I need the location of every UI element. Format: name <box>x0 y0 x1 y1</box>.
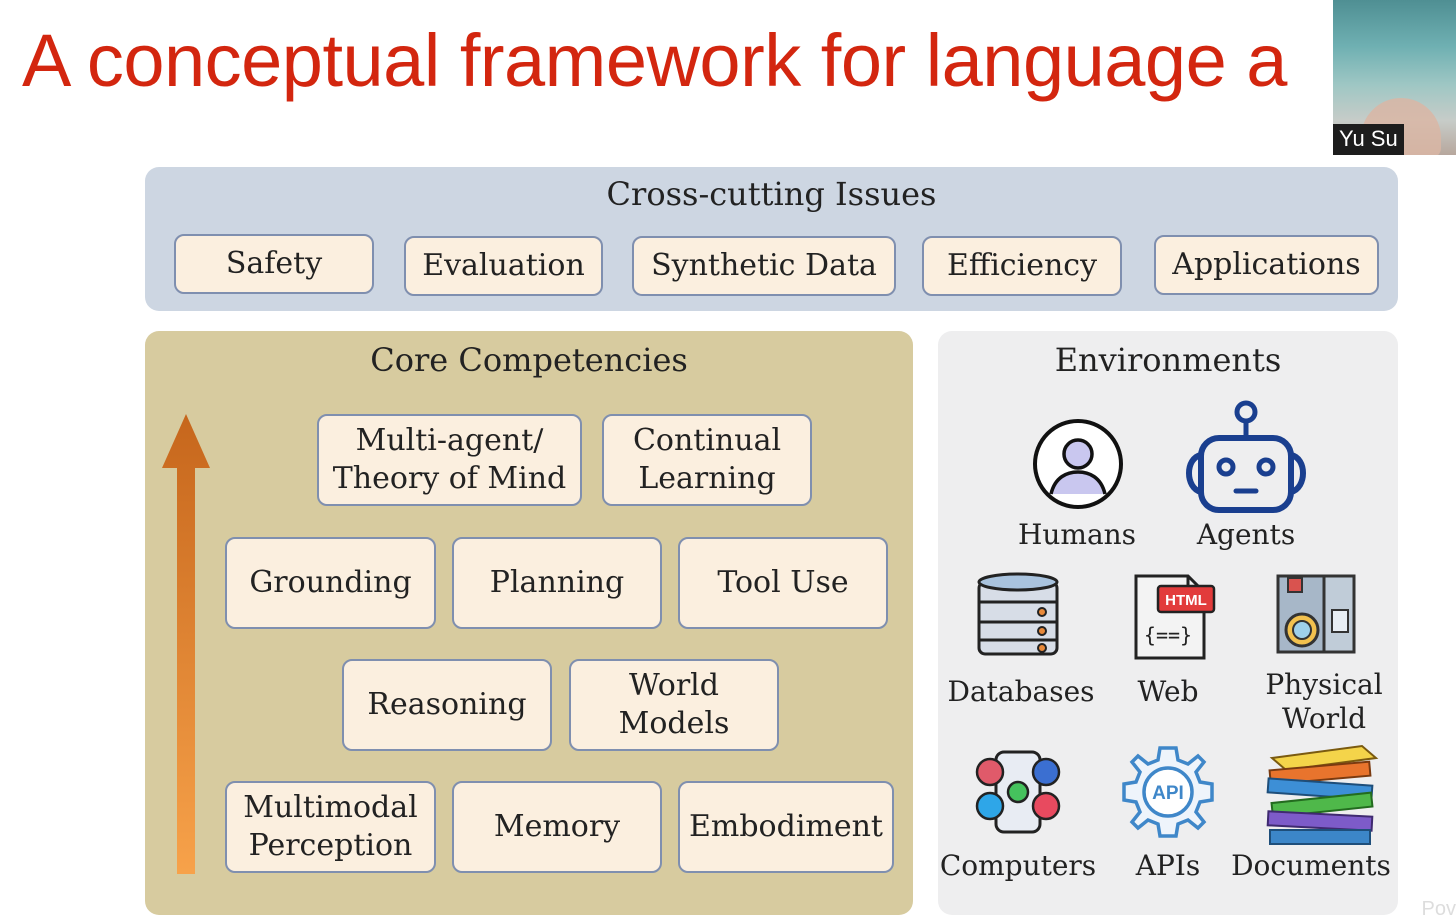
env-label-humans: Humans <box>1017 518 1137 551</box>
competency-line: Reasoning <box>367 687 527 722</box>
issue-efficiency: Efficiency <box>922 236 1122 296</box>
washing-machine-icon <box>1276 574 1356 654</box>
robot-icon <box>1186 400 1306 513</box>
progression-arrow-icon <box>162 414 210 874</box>
competency-tool-use: Tool Use <box>678 537 888 629</box>
competency-line: Embodiment <box>689 809 883 844</box>
competency-memory: Memory <box>452 781 662 873</box>
competency-line: Perception <box>248 828 413 863</box>
slide-title: A conceptual framework for language a <box>22 19 1287 102</box>
competency-line: Multimodal <box>243 790 418 825</box>
env-label-physical-world: Physical World <box>1265 668 1382 736</box>
competency-line: Continual <box>632 423 782 458</box>
issue-synthetic-data: Synthetic Data <box>632 236 896 296</box>
env-label-physical: Physical <box>1265 668 1383 701</box>
html-file-icon: HTML {==} <box>1134 574 1216 660</box>
competency-line: Multi-agent/ <box>355 423 544 458</box>
competency-planning: Planning <box>452 537 662 629</box>
competency-grounding: Grounding <box>225 537 436 629</box>
webcam-name-label: Yu Su <box>1333 124 1404 155</box>
competency-line: World <box>628 668 719 703</box>
corner-watermark: Pov <box>1421 898 1456 920</box>
book-stack-icon <box>1266 744 1379 845</box>
env-label-apis: APIs <box>1135 849 1201 882</box>
env-label-world: World <box>1281 702 1366 735</box>
competency-multi-agent: Multi-agent/Theory of Mind <box>317 414 582 506</box>
env-label-web: Web <box>1137 675 1199 708</box>
competency-reasoning: Reasoning <box>342 659 552 751</box>
issue-safety: Safety <box>174 234 374 294</box>
issue-applications: Applications <box>1154 235 1379 295</box>
competency-line: Learning <box>638 461 776 496</box>
webcam-thumbnail[interactable]: Yu Su <box>1333 0 1456 155</box>
env-label-agents: Agents <box>1196 518 1296 551</box>
competency-line: Models <box>618 706 730 741</box>
competency-line: Theory of Mind <box>332 461 567 496</box>
env-label-databases: Databases <box>947 675 1095 708</box>
competency-embodiment: Embodiment <box>678 781 894 873</box>
person-icon <box>1033 419 1123 509</box>
environments-title: Environments <box>1054 341 1282 379</box>
env-label-computers: Computers <box>939 849 1097 882</box>
issue-evaluation: Evaluation <box>404 236 603 296</box>
core-competencies-title: Core Competencies <box>370 341 688 379</box>
env-label-documents: Documents <box>1231 849 1391 882</box>
api-icon-text: API <box>1152 783 1184 804</box>
svg-text:{==}: {==} <box>1144 623 1192 647</box>
phone-social-icon <box>975 750 1061 834</box>
api-gear-icon: API <box>1122 746 1214 838</box>
competency-line: Memory <box>493 809 621 844</box>
html-icon-text: HTML <box>1165 592 1207 609</box>
database-icon <box>977 572 1059 656</box>
cross-cutting-title: Cross-cutting Issues <box>606 175 937 213</box>
